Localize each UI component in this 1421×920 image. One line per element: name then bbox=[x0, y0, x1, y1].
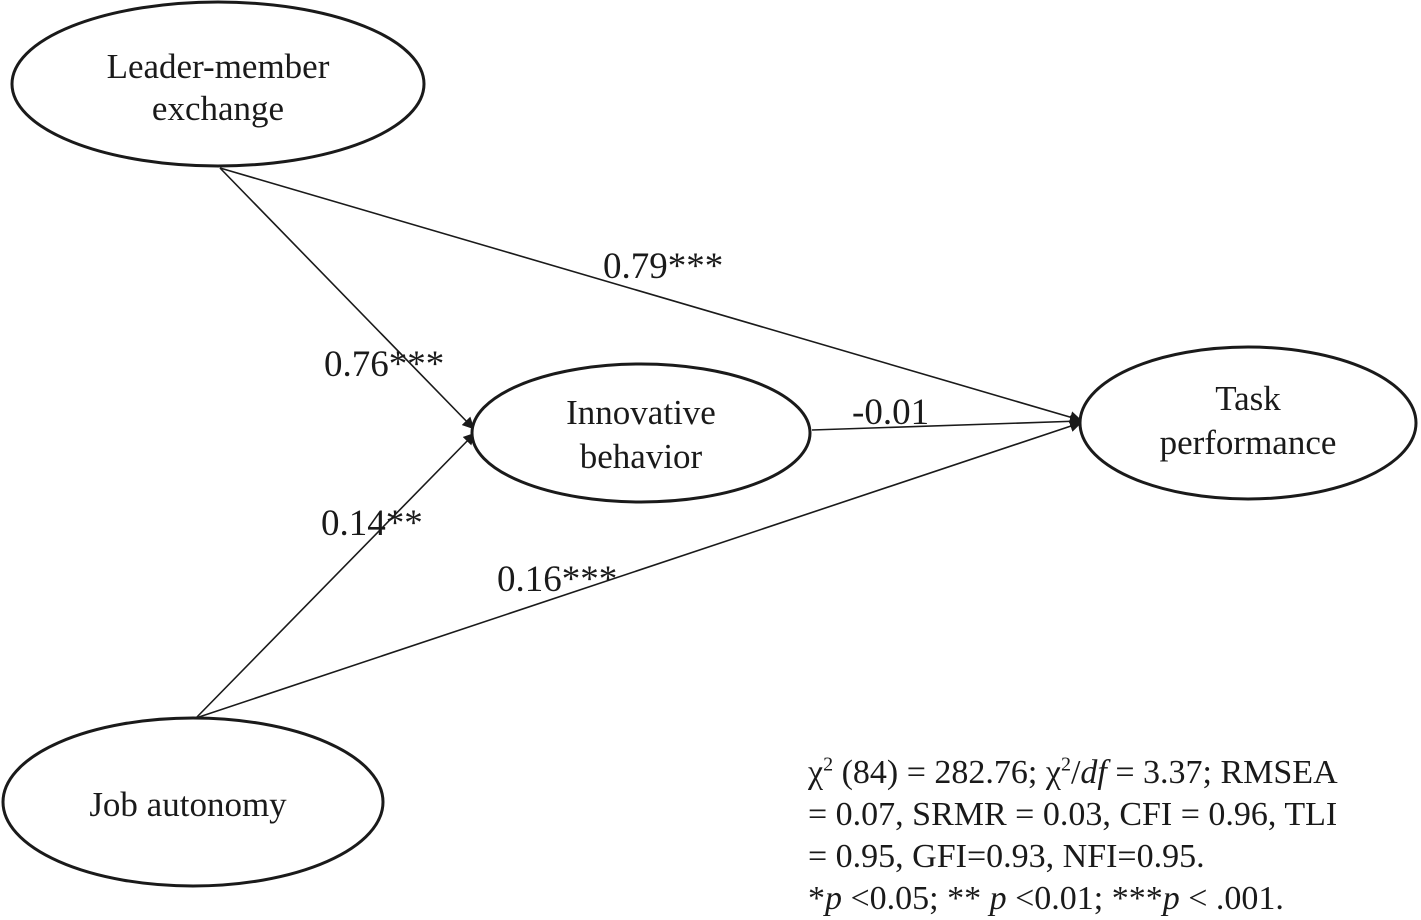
coefficient-lmx-to-task: 0.79*** bbox=[603, 246, 723, 287]
node-innovative-behavior: Innovative behavior bbox=[470, 362, 812, 504]
arrow-autonomy-to-innovative bbox=[195, 432, 476, 719]
significance-note: *p <0.05; ** p <0.01; ***p < .001. bbox=[808, 880, 1284, 917]
node-task-performance: Task performance bbox=[1078, 345, 1418, 501]
node-label: Innovative bbox=[566, 393, 716, 432]
fit-line-indices-2: = 0.95, GFI=0.93, NFI=0.95. bbox=[808, 838, 1205, 875]
model-fit-statistics: χ2 (84) = 282.76; χ2/df = 3.37; RMSEA = … bbox=[808, 752, 1408, 920]
node-job-autonomy: Job autonomy bbox=[1, 716, 385, 888]
fit-line-indices: = 0.07, SRMR = 0.03, CFI = 0.96, TLI bbox=[808, 796, 1338, 833]
fit-line-chi-square: χ2 (84) = 282.76; χ2/df = 3.37; RMSEA bbox=[808, 753, 1338, 791]
node-label: exchange bbox=[152, 89, 284, 128]
arrow-autonomy-to-task bbox=[195, 420, 1082, 719]
node-leader-member-exchange: Leader-member exchange bbox=[10, 0, 426, 168]
coefficient-lmx-to-innovative: 0.76*** bbox=[324, 344, 444, 385]
node-label: performance bbox=[1160, 423, 1337, 462]
coefficient-innovative-to-task: -0.01 bbox=[852, 392, 929, 433]
coefficient-autonomy-to-innovative: 0.14** bbox=[321, 503, 423, 544]
coefficient-autonomy-to-task: 0.16*** bbox=[497, 559, 617, 600]
node-label: Task bbox=[1215, 379, 1281, 418]
arrow-innovative-to-task bbox=[811, 415, 1082, 431]
node-label: behavior bbox=[580, 437, 703, 476]
arrow-lmx-to-innovative bbox=[219, 167, 475, 430]
node-label: Job autonomy bbox=[89, 785, 287, 824]
node-label: Leader-member bbox=[107, 47, 330, 86]
arrow-lmx-to-task bbox=[219, 167, 1082, 423]
